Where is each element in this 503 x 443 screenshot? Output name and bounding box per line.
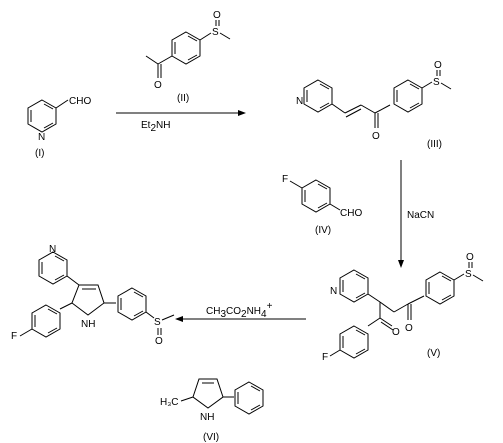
compound-7: H₃C NH (VI) xyxy=(160,378,264,443)
compound-3-label: (III) xyxy=(427,139,442,150)
compound-5-s-oxide: O xyxy=(466,252,474,263)
compound-5-o1: O xyxy=(405,323,413,334)
reaction-arrow-2: NaCN xyxy=(398,160,434,268)
reagent-1: Et2NH xyxy=(141,120,170,134)
compound-1-label: (I) xyxy=(35,148,44,159)
compound-1: CHO N (I) xyxy=(27,96,91,159)
compound-5-phenyl-ring xyxy=(425,271,455,305)
compound-6-nh: NH xyxy=(81,319,95,330)
reaction-arrow-1: Et2NH xyxy=(116,110,246,134)
compound-5-n: N xyxy=(330,286,337,297)
compound-5-o2: O xyxy=(392,327,400,338)
compound-2: O S O (II) xyxy=(145,10,231,104)
compound-3-pyridine-ring xyxy=(303,79,333,113)
compound-7-pyrrole-ring xyxy=(192,378,224,409)
compound-6: N NH F S O xyxy=(11,244,175,347)
compound-6-s: S xyxy=(154,317,161,328)
compound-6-pyridine-ring xyxy=(38,251,68,285)
compound-3-s: S xyxy=(433,77,440,88)
compound-4-cho: CHO xyxy=(340,208,362,219)
compound-2-o: O xyxy=(154,80,162,91)
compound-5-label: (V) xyxy=(427,348,440,359)
compound-6-pyrrole-ring xyxy=(71,284,105,316)
compound-7-label: (VI) xyxy=(203,432,219,443)
compound-7-phenyl-ring xyxy=(234,381,264,415)
compound-3-phenyl-ring xyxy=(393,79,423,113)
compound-3-s-oxide: O xyxy=(434,60,442,71)
compound-3: N O S O (III) xyxy=(296,60,452,150)
compound-4-ring xyxy=(301,179,331,213)
compound-2-s-oxide: O xyxy=(213,10,221,21)
compound-5: N O S O O F (V) xyxy=(322,252,484,363)
compound-3-n: N xyxy=(296,96,303,107)
compound-3-o: O xyxy=(372,131,380,142)
compound-6-f: F xyxy=(11,331,17,342)
compound-7-nh: NH xyxy=(200,412,214,423)
reagent-3: CH3CO2NH4+ xyxy=(206,301,273,320)
compound-6-phenyl-ring xyxy=(117,287,147,321)
compound-5-s: S xyxy=(465,269,472,280)
compound-2-ring xyxy=(171,31,201,65)
compound-4-label: (IV) xyxy=(315,225,331,236)
compound-2-s: S xyxy=(212,27,219,38)
compound-6-fluorophenyl-ring xyxy=(31,304,61,338)
compound-1-ring xyxy=(27,99,57,133)
compound-5-fluorophenyl-ring xyxy=(339,325,369,359)
reagent-2: NaCN xyxy=(407,210,434,221)
compound-6-s-oxide: O xyxy=(155,336,163,347)
compound-4-f: F xyxy=(282,174,288,185)
compound-4: F CHO (IV) xyxy=(282,174,362,236)
reaction-arrow-3: CH3CO2NH4+ xyxy=(175,301,306,322)
compound-1-n: N xyxy=(38,132,45,143)
compound-5-pyridine-ring xyxy=(339,269,369,303)
compound-5-f: F xyxy=(322,352,328,363)
compound-6-n: N xyxy=(49,244,56,255)
compound-1-cho: CHO xyxy=(69,96,91,107)
compound-7-ch3: H₃C xyxy=(160,397,179,408)
compound-2-label: (II) xyxy=(177,93,189,104)
